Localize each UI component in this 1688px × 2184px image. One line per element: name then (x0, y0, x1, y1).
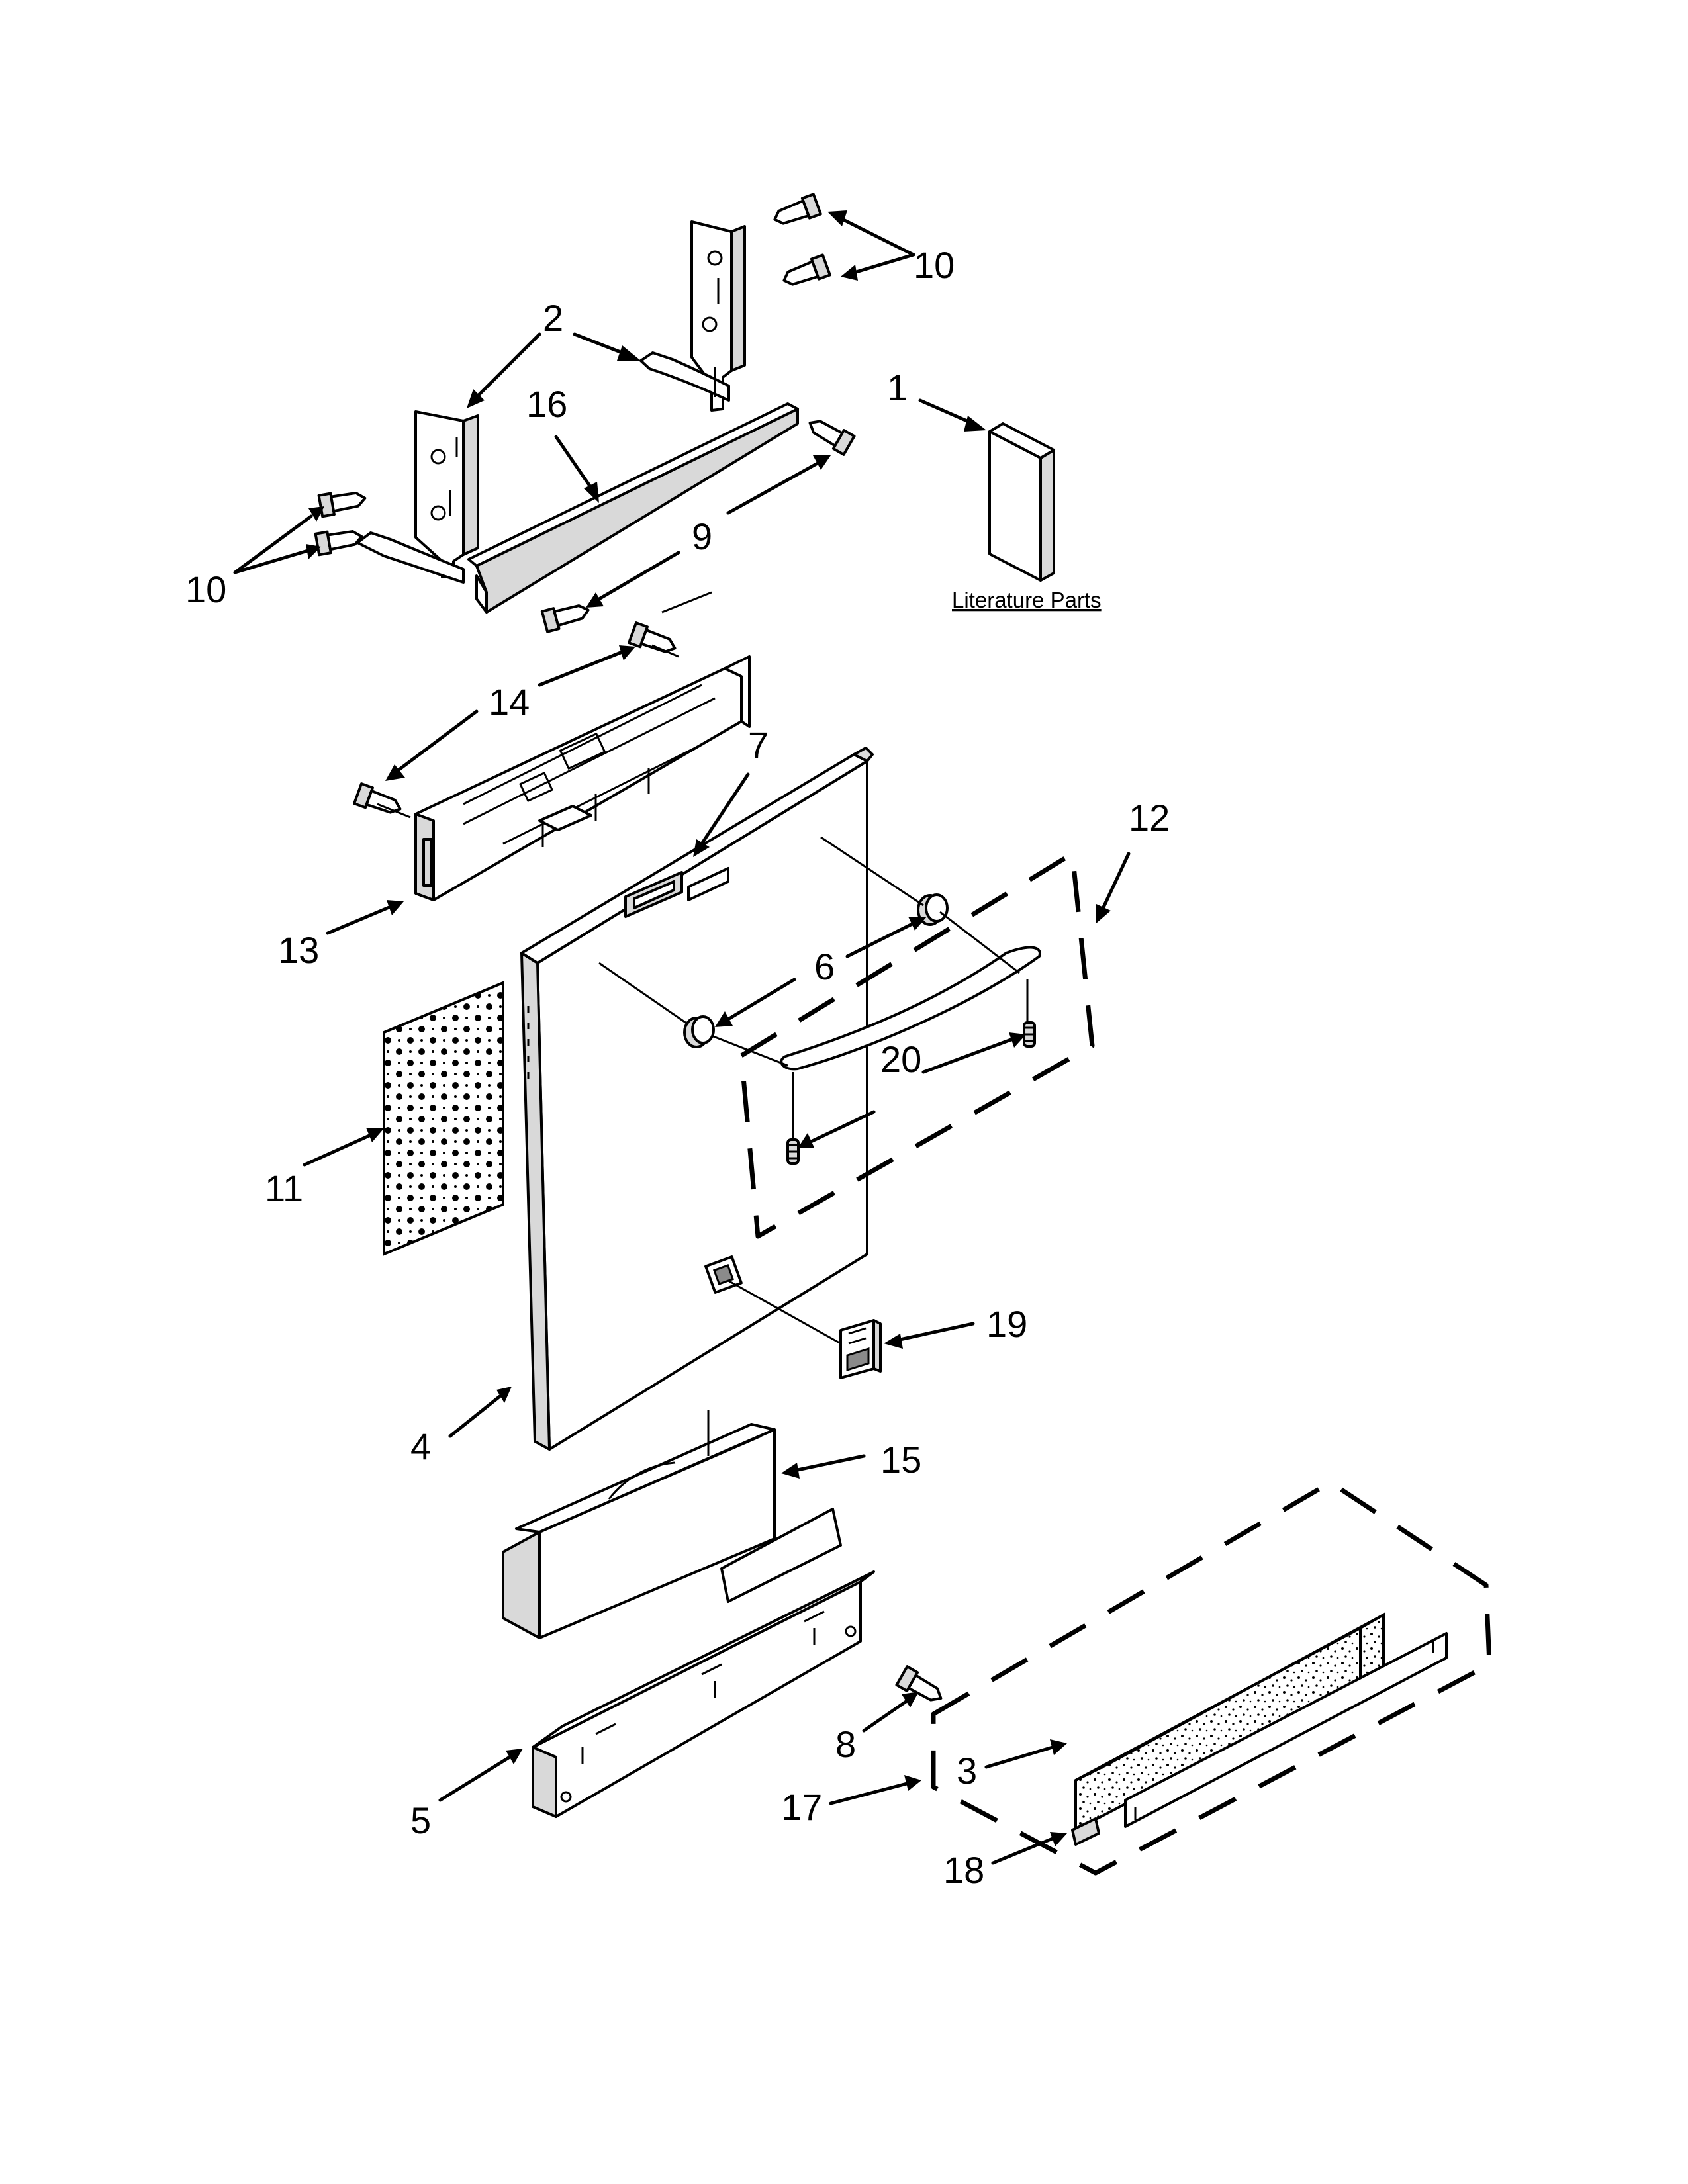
insulation-blanket (383, 981, 504, 1256)
callout-5: 5 (410, 1799, 431, 1841)
mounting-rail (467, 402, 799, 614)
callout-18: 18 (943, 1849, 984, 1891)
clip-18 (1071, 1817, 1100, 1846)
callout-9: 9 (692, 516, 712, 557)
leader-lines (233, 210, 1131, 1865)
screw-10-top-b (782, 253, 831, 286)
callout-3: 3 (957, 1750, 977, 1792)
left-mounting-bracket (356, 410, 479, 584)
callout-10-top: 10 (914, 244, 955, 286)
callout-12: 12 (1129, 797, 1170, 839)
screw-9-bottom (540, 604, 590, 633)
callout-4: 4 (410, 1426, 431, 1467)
lower-bracket (532, 1508, 875, 1818)
callout-13: 13 (278, 929, 319, 971)
callout-6: 6 (814, 946, 835, 987)
callout-15: 15 (880, 1439, 921, 1480)
callout-8: 8 (835, 1723, 856, 1765)
callout-labels: 1 2 3 4 5 6 7 8 9 10 10 11 12 13 14 15 1… (185, 244, 1170, 1891)
callout-17: 17 (781, 1786, 822, 1828)
literature-parts-label: Literature Parts (952, 588, 1102, 612)
screw-14-left (353, 782, 402, 814)
door-badge (624, 871, 683, 918)
screw-10-left-b (314, 529, 363, 557)
callout-14: 14 (489, 681, 530, 723)
handle-standoff-left (683, 1015, 715, 1048)
callout-10-left: 10 (185, 569, 226, 610)
callout-19: 19 (986, 1303, 1027, 1345)
kit-17-dashed-box (931, 1480, 1492, 1876)
callout-2: 2 (543, 297, 563, 339)
right-mounting-bracket (639, 220, 746, 412)
callout-1: 1 (887, 367, 908, 408)
callout-7: 7 (748, 724, 769, 766)
callout-16: 16 (526, 383, 567, 425)
door-panel (520, 747, 874, 1451)
screw-10-left-a (317, 491, 367, 518)
toe-panel (502, 1423, 776, 1639)
literature-booklet (988, 422, 1055, 582)
screw-8 (895, 1665, 943, 1702)
logo-plate (839, 1319, 882, 1379)
callout-20: 20 (880, 1038, 921, 1080)
screw-14-top (628, 621, 677, 653)
callout-11: 11 (265, 1167, 303, 1209)
mounting-strap (1124, 1632, 1448, 1828)
foam-gasket (1074, 1612, 1385, 1833)
screw-9-right (808, 420, 856, 456)
handle-kit-dashed-box (739, 851, 1095, 1239)
door-handle (780, 946, 1041, 1071)
set-screw-left (786, 1138, 800, 1165)
screw-10-top-a (773, 193, 822, 225)
control-module (414, 655, 751, 901)
